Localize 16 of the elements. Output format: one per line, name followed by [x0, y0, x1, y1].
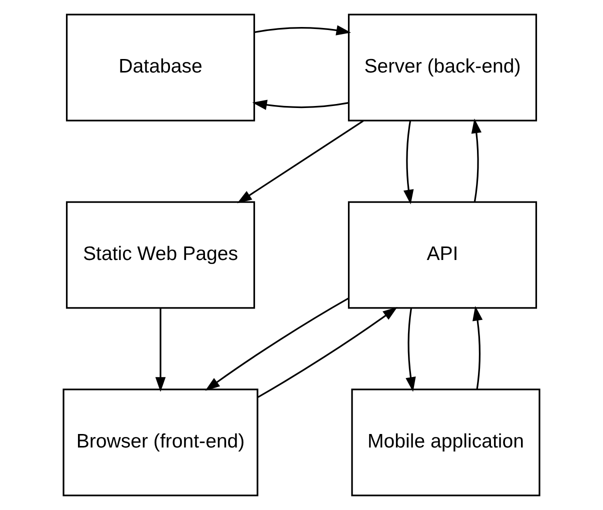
- arrow: [472, 306, 483, 390]
- arrow: [237, 120, 364, 204]
- node-box: Static Web Pages: [66, 201, 256, 309]
- node-box: API: [348, 201, 538, 309]
- node-box: Server (back-end): [348, 14, 538, 122]
- arrow: [258, 306, 398, 398]
- arrow: [252, 100, 349, 110]
- node-box: Database: [66, 14, 256, 122]
- arrow: [155, 308, 166, 392]
- arrow: [254, 25, 352, 36]
- arrow: [406, 308, 416, 392]
- arrow: [205, 298, 349, 391]
- node-box: Mobile application: [351, 388, 540, 496]
- arrow: [404, 120, 414, 204]
- arrow: [471, 118, 482, 202]
- node-box: Browser (front-end): [62, 388, 258, 496]
